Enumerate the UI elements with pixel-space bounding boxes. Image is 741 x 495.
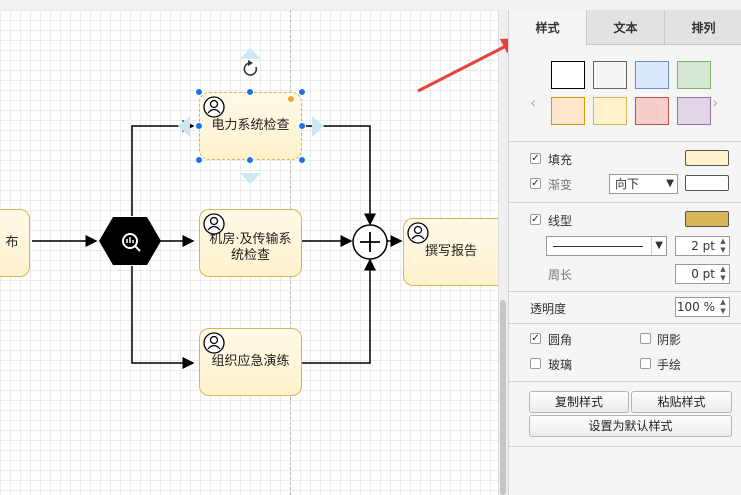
task-report[interactable]: 撰写报告 (403, 218, 498, 286)
line-checkbox[interactable]: ✓ (530, 214, 541, 225)
perimeter-label: 周长 (548, 268, 573, 282)
task-drill[interactable]: 组织应急演练 (199, 328, 302, 396)
solid-line-icon (553, 246, 643, 247)
style-swatch[interactable] (635, 61, 669, 89)
event-gateway[interactable] (99, 217, 161, 265)
edge-gateway-to-power[interactable] (131, 120, 195, 216)
task-power-check[interactable]: 电力系统检查 (199, 92, 302, 160)
user-task-icon (203, 213, 225, 235)
canvas-scrollbar-thumb[interactable] (500, 300, 506, 495)
style-swatch[interactable] (593, 97, 627, 125)
dropdown-arrow-icon: ▼ (666, 178, 674, 189)
diagram-canvas[interactable]: 布 电力系统检查 机房·及传输系统检查 组织应急演练 撰写报告 (0, 10, 498, 495)
copy-style-button[interactable]: 复制样式 (529, 391, 629, 413)
set-default-style-button[interactable]: 设置为默认样式 (529, 415, 732, 437)
connector-layer (32, 48, 403, 369)
task-drill-label: 组织应急演练 (211, 354, 290, 369)
tab-style[interactable]: 样式 (509, 10, 587, 45)
resize-handle[interactable] (246, 156, 254, 164)
chevron-right-icon[interactable]: › (712, 93, 719, 112)
style-swatch[interactable] (551, 97, 585, 125)
task-left-stub-label: 布 (5, 235, 19, 250)
chevron-left-icon[interactable]: ‹ (530, 93, 537, 112)
shadow-label: 阴影 (657, 333, 682, 347)
opacity-label: 透明度 (530, 302, 567, 316)
gradient-checkbox[interactable]: ✓ (530, 178, 541, 189)
resize-handle[interactable] (195, 122, 203, 130)
fill-checkbox[interactable]: ✓ (530, 153, 541, 164)
user-task-icon (407, 222, 429, 244)
resize-handle[interactable] (298, 156, 306, 164)
line-color-button[interactable] (685, 211, 729, 227)
stepper-icon[interactable]: ▲▼ (720, 298, 726, 315)
sketch-checkbox[interactable] (640, 358, 651, 369)
task-room-check-label: 机房·及传输系统检查 (209, 232, 292, 263)
rotate-handle-icon[interactable] (243, 60, 258, 76)
resize-handle[interactable] (195, 88, 203, 96)
format-panel: 样式 文本 排列 ‹ › ✓ 填充 ✓ 渐变 向下 ▼ ✓ 线型 ▼ 2 pt … (508, 10, 741, 495)
parallel-gateway[interactable] (352, 224, 388, 260)
divider (509, 381, 741, 382)
stepper-icon[interactable]: ▲▼ (720, 265, 726, 282)
resize-handle[interactable] (195, 156, 203, 164)
edge-drill-to-merge[interactable] (302, 258, 376, 364)
perimeter-value: 0 pt (691, 267, 715, 281)
rounded-checkbox[interactable]: ✓ (530, 333, 541, 344)
divider (509, 323, 741, 324)
style-swatch[interactable] (593, 61, 627, 89)
line-label: 线型 (548, 214, 573, 228)
resize-handle[interactable] (246, 88, 254, 96)
style-swatch[interactable] (635, 97, 669, 125)
divider (509, 141, 741, 142)
fill-color-button[interactable] (685, 150, 729, 166)
resize-handle[interactable] (298, 88, 306, 96)
rounding-handle[interactable] (287, 95, 295, 103)
canvas-scrollbar[interactable] (498, 10, 509, 495)
opacity-value: 100 % (676, 300, 715, 314)
tab-text[interactable]: 文本 (587, 10, 665, 45)
opacity-input[interactable]: 100 % ▲▼ (675, 297, 730, 317)
line-width-value: 2 pt (691, 239, 715, 253)
format-tabs: 样式 文本 排列 (509, 10, 741, 45)
edge-power-to-merge[interactable] (302, 125, 376, 226)
gradient-label: 渐变 (548, 178, 573, 192)
style-swatch[interactable] (551, 61, 585, 89)
gradient-color-button[interactable] (685, 175, 729, 191)
divider (509, 202, 741, 203)
style-swatch[interactable] (677, 97, 711, 125)
shadow-checkbox[interactable] (640, 333, 651, 344)
task-left-stub[interactable]: 布 (0, 209, 30, 277)
gradient-direction-value: 向下 (615, 177, 640, 191)
gradient-direction-select[interactable]: 向下 ▼ (609, 174, 678, 194)
sketch-label: 手绘 (657, 358, 682, 372)
glass-checkbox[interactable] (530, 358, 541, 369)
perimeter-input[interactable]: 0 pt ▲▼ (675, 264, 730, 284)
line-pattern-select[interactable]: ▼ (546, 236, 667, 256)
resize-handle[interactable] (298, 122, 306, 130)
dropdown-arrow-icon: ▼ (651, 237, 663, 255)
style-swatch[interactable] (677, 61, 711, 89)
task-power-check-label: 电力系统检查 (211, 118, 290, 133)
task-report-label: 撰写报告 (424, 244, 477, 259)
task-room-check[interactable]: 机房·及传输系统检查 (199, 209, 302, 277)
glass-label: 玻璃 (548, 358, 573, 372)
paste-style-button[interactable]: 粘贴样式 (631, 391, 732, 413)
user-task-icon (203, 96, 225, 118)
rounded-label: 圆角 (548, 333, 573, 347)
divider (509, 446, 741, 447)
line-width-input[interactable]: 2 pt ▲▼ (675, 236, 730, 256)
stepper-icon[interactable]: ▲▼ (720, 237, 726, 254)
user-task-icon (203, 332, 225, 354)
connect-arrow-hints[interactable] (178, 48, 324, 184)
tab-arrange[interactable]: 排列 (665, 10, 741, 45)
divider (509, 291, 741, 292)
fill-label: 填充 (548, 153, 573, 167)
edge-gateway-to-drill[interactable] (131, 266, 195, 369)
